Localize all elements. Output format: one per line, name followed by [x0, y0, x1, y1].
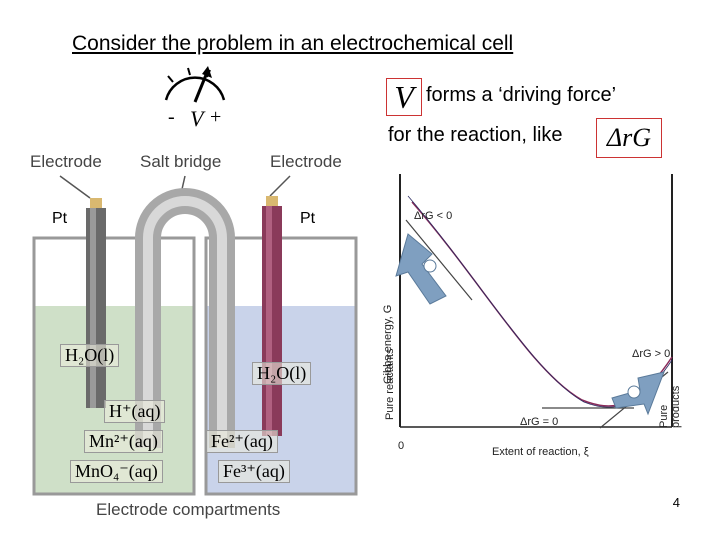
species-left-hydrogen: H⁺(aq): [104, 400, 166, 423]
species-right-iron2: Fe²⁺(aq): [206, 430, 278, 453]
species-right-iron3: Fe³⁺(aq): [218, 460, 290, 483]
for-reaction-text: for the reaction, like: [388, 124, 563, 146]
delta-r-g-symbol: ΔrG: [596, 118, 662, 158]
x-axis-label: Extent of reaction, ξ: [492, 446, 589, 458]
species-right-water: H₂O(l): [252, 362, 312, 385]
pure-reactants-label: Pure reactants: [384, 348, 396, 420]
annotation-drg-eq-zero: ΔrG = 0: [520, 416, 559, 428]
driving-force-text: forms a ‘driving force’: [426, 84, 617, 106]
species-left-manganese: Mn²⁺(aq): [84, 430, 163, 453]
meter-plus: +: [210, 106, 222, 128]
electrode-right-label: Electrode: [270, 152, 342, 171]
meter-minus: -: [168, 106, 175, 128]
pure-products-label: Pure products: [658, 385, 682, 428]
electrode-compartments-label: Electrode compartments: [96, 500, 281, 519]
salt-bridge-label: Salt bridge: [140, 152, 222, 171]
meter-v-label: V: [190, 106, 204, 131]
pt-left-label: Pt: [52, 210, 68, 227]
electrode-left-label: Electrode: [30, 152, 102, 171]
species-left-water: H₂O(l): [60, 344, 120, 367]
slide-title: Consider the problem in an electrochemic…: [72, 32, 514, 55]
origin-label: 0: [398, 440, 405, 452]
voltmeter-icon: [164, 66, 226, 103]
annotation-drg-lt-zero: ΔrG < 0: [414, 210, 453, 222]
annotation-drg-gt-zero: ΔrG > 0: [632, 348, 671, 360]
gibbs-energy-plot: [395, 174, 673, 429]
pt-right-label: Pt: [300, 210, 316, 227]
page-number: 4: [672, 495, 680, 510]
v-symbol: V: [386, 78, 422, 116]
species-left-permanganate: MnO₄⁻(aq): [70, 460, 163, 483]
